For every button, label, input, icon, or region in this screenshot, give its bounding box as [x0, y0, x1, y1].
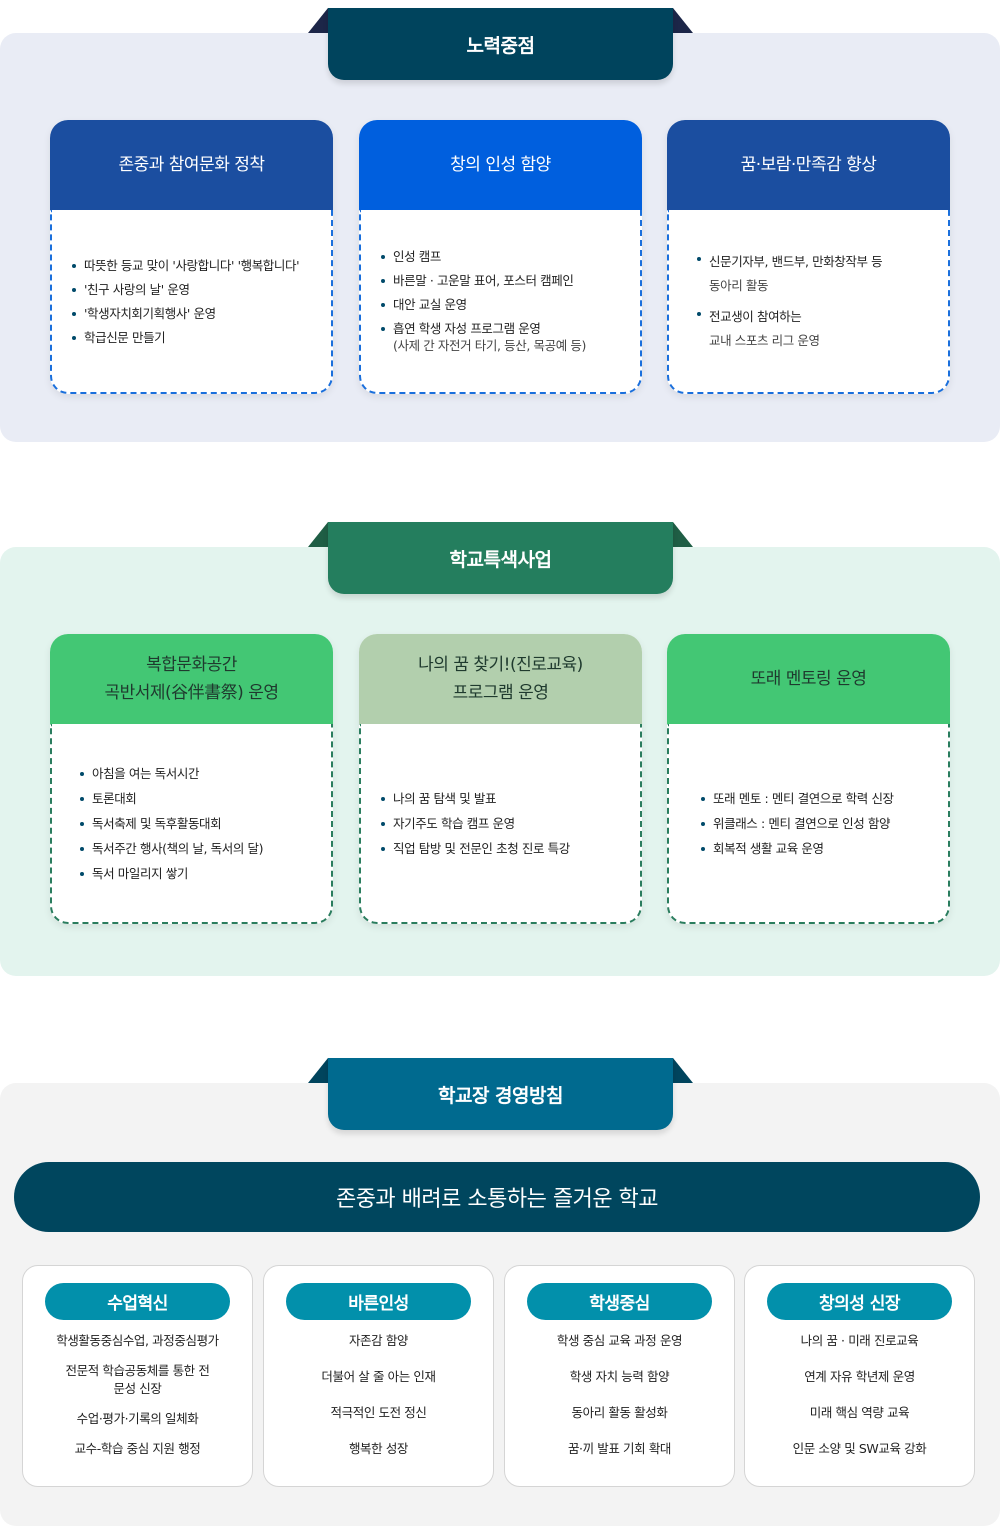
list-item: 행복한 성장 — [348, 1441, 409, 1456]
focus-card-list: 신문기자부, 밴드부, 만화창작부 등 동아리 활동 전교생이 참여하는 교내 … — [697, 243, 924, 360]
special-card-list: 나의 꿈 탐색 및 발표 자기주도 학습 캠프 운영 직업 탐방 및 전문인 초… — [381, 782, 616, 865]
list-item: 흡연 학생 자성 프로그램 운영 (사제 간 자전거 타기, 등산, 목공예 등… — [381, 320, 616, 354]
ribbon-fold-left — [308, 8, 328, 33]
special-section-ribbon: 학교특색사업 — [308, 522, 693, 594]
policy-list: 자존감 함양 더불어 살 줄 아는 인재 적극적인 도전 정신 행복한 성장 — [264, 1332, 493, 1458]
focus-card-title: 꿈·보람·만족감 향상 — [667, 120, 950, 210]
list-item: 따뜻한 등교 맞이 '사랑합니다' '행복합니다' — [72, 257, 307, 274]
list-item: 학생 중심 교육 과정 운영 — [556, 1333, 683, 1348]
management-section-title: 학교장 경영방침 — [328, 1058, 673, 1130]
list-item: 교수-학습 중심 지원 행정 — [74, 1441, 201, 1456]
list-item: 연계 자유 학년제 운영 — [804, 1369, 915, 1384]
focus-section-title: 노력중점 — [328, 8, 673, 80]
list-item-subtext: 교내 스포츠 리그 운영 — [709, 332, 820, 348]
list-item: 적극적인 도전 정신 — [330, 1405, 427, 1420]
special-card-list: 또래 멘토 : 멘티 결연으로 학력 신장 위클래스 : 멘티 결연으로 인성 … — [701, 782, 924, 865]
policy-title-pill: 창의성 신장 — [767, 1283, 952, 1320]
list-item: 대안 교실 운영 — [381, 296, 616, 313]
special-card-title-line1: 또래 멘토링 운영 — [750, 669, 867, 689]
focus-card-body: 따뜻한 등교 맞이 '사랑합니다' '행복합니다' '친구 사랑의 날' 운영 … — [50, 210, 333, 394]
list-item: 미래 핵심 역량 교육 — [809, 1405, 910, 1420]
policy-title-pill: 바른인성 — [286, 1283, 471, 1320]
list-item: 독서축제 및 독후활동대회 — [80, 815, 307, 832]
special-card-title-line1: 복합문화공간 — [146, 655, 237, 675]
focus-card-list: 따뜻한 등교 맞이 '사랑합니다' '행복합니다' '친구 사랑의 날' 운영 … — [72, 250, 307, 353]
list-item: 아침을 여는 독서시간 — [80, 765, 307, 782]
list-item: 자기주도 학습 캠프 운영 — [381, 815, 616, 832]
policy-list: 나의 꿈 · 미래 진로교육 연계 자유 학년제 운영 미래 핵심 역량 교육 … — [745, 1332, 974, 1458]
ribbon-fold-right — [673, 522, 693, 547]
list-item: 학생활동중심수업, 과정중심평가 — [56, 1333, 219, 1348]
list-item-text: 흡연 학생 자성 프로그램 운영 — [393, 321, 541, 336]
list-item: 전교생이 참여하는 교내 스포츠 리그 운영 — [697, 305, 924, 353]
special-section-title: 학교특색사업 — [328, 522, 673, 594]
special-card-title: 복합문화공간 곡반서제(谷伴書祭) 운영 — [50, 634, 333, 724]
focus-card-creativity: 창의 인성 함양 인성 캠프 바른말 · 고운말 표어, 포스터 캠페인 대안 … — [359, 120, 642, 394]
policy-title-pill: 학생중심 — [527, 1283, 712, 1320]
list-item-subtext: 동아리 활동 — [709, 277, 769, 293]
special-card-body: 나의 꿈 탐색 및 발표 자기주도 학습 캠프 운영 직업 탐방 및 전문인 초… — [359, 724, 642, 924]
policy-card-student-centered: 학생중심 학생 중심 교육 과정 운영 학생 자치 능력 함양 동아리 활동 활… — [504, 1265, 735, 1487]
policy-card-character: 바른인성 자존감 함양 더불어 살 줄 아는 인재 적극적인 도전 정신 행복한… — [263, 1265, 494, 1487]
list-item: 동아리 활동 활성화 — [571, 1405, 668, 1420]
special-card-title-line2: 곡반서제(谷伴書祭) 운영 — [104, 683, 279, 703]
focus-card-title: 존중과 참여문화 정착 — [50, 120, 333, 210]
special-card-body: 또래 멘토 : 멘티 결연으로 학력 신장 위클래스 : 멘티 결연으로 인성 … — [667, 724, 950, 924]
ribbon-fold-right — [673, 8, 693, 33]
list-item: 신문기자부, 밴드부, 만화창작부 등 동아리 활동 — [697, 250, 924, 298]
policy-list: 학생 중심 교육 과정 운영 학생 자치 능력 함양 동아리 활동 활성화 꿈·… — [505, 1332, 734, 1458]
special-card-title: 나의 꿈 찾기!(진로교육) 프로그램 운영 — [359, 634, 642, 724]
special-card-career: 나의 꿈 찾기!(진로교육) 프로그램 운영 나의 꿈 탐색 및 발표 자기주도… — [359, 634, 642, 924]
list-item: 인문 소양 및 SW교육 강화 — [792, 1441, 927, 1456]
ribbon-fold-right — [673, 1058, 693, 1083]
list-item: 전문적 학습공동체를 통한 전문성 신장 — [65, 1363, 210, 1396]
list-item: 독서주간 행사(책의 날, 독서의 달) — [80, 840, 307, 857]
special-card-title-line2: 프로그램 운영 — [452, 683, 549, 703]
list-item: 자존감 함양 — [348, 1333, 409, 1348]
list-item: 학생 자치 능력 함양 — [569, 1369, 670, 1384]
list-item: 인성 캠프 — [381, 248, 616, 265]
ribbon-fold-left — [308, 522, 328, 547]
list-item: 나의 꿈 · 미래 진로교육 — [800, 1333, 919, 1348]
list-item: 위클래스 : 멘티 결연으로 인성 함양 — [701, 815, 924, 832]
school-vision-banner: 존중과 배려로 소통하는 즐거운 학교 — [14, 1162, 980, 1232]
list-item: 독서 마일리지 쌓기 — [80, 865, 307, 882]
ribbon-fold-left — [308, 1058, 328, 1083]
focus-card-title: 창의 인성 함양 — [359, 120, 642, 210]
special-card-title-line1: 나의 꿈 찾기!(진로교육) — [418, 655, 583, 675]
special-card-title: 또래 멘토링 운영 — [667, 634, 950, 724]
list-item: 더불어 살 줄 아는 인재 — [321, 1369, 436, 1384]
focus-section-ribbon: 노력중점 — [308, 8, 693, 80]
special-card-body: 아침을 여는 독서시간 토론대회 독서축제 및 독후활동대회 독서주간 행사(책… — [50, 724, 333, 924]
focus-card-body: 인성 캠프 바른말 · 고운말 표어, 포스터 캠페인 대안 교실 운영 흡연 … — [359, 210, 642, 394]
special-card-list: 아침을 여는 독서시간 토론대회 독서축제 및 독후활동대회 독서주간 행사(책… — [80, 757, 307, 890]
list-item: 꿈·끼 발표 기회 확대 — [567, 1441, 672, 1456]
list-item: 나의 꿈 탐색 및 발표 — [381, 790, 616, 807]
list-item: 또래 멘토 : 멘티 결연으로 학력 신장 — [701, 790, 924, 807]
special-card-library: 복합문화공간 곡반서제(谷伴書祭) 운영 아침을 여는 독서시간 토론대회 독서… — [50, 634, 333, 924]
list-item: 토론대회 — [80, 790, 307, 807]
list-item: 직업 탐방 및 전문인 초청 진로 특강 — [381, 840, 616, 857]
special-card-mentoring: 또래 멘토링 운영 또래 멘토 : 멘티 결연으로 학력 신장 위클래스 : 멘… — [667, 634, 950, 924]
list-item: 바른말 · 고운말 표어, 포스터 캠페인 — [381, 272, 616, 289]
list-item: 학급신문 만들기 — [72, 329, 307, 346]
focus-card-list: 인성 캠프 바른말 · 고운말 표어, 포스터 캠페인 대안 교실 운영 흡연 … — [381, 241, 616, 361]
management-section-ribbon: 학교장 경영방침 — [308, 1058, 693, 1130]
list-item-text: 전교생이 참여하는 — [709, 308, 802, 324]
policy-card-creativity: 창의성 신장 나의 꿈 · 미래 진로교육 연계 자유 학년제 운영 미래 핵심… — [744, 1265, 975, 1487]
list-item: '친구 사랑의 날' 운영 — [72, 281, 307, 298]
focus-card-satisfaction: 꿈·보람·만족감 향상 신문기자부, 밴드부, 만화창작부 등 동아리 활동 전… — [667, 120, 950, 394]
list-item-text: 신문기자부, 밴드부, 만화창작부 등 — [709, 253, 883, 269]
list-item: '학생자치회기획행사' 운영 — [72, 305, 307, 322]
policy-card-class-innovation: 수업혁신 학생활동중심수업, 과정중심평가 전문적 학습공동체를 통한 전문성 … — [22, 1265, 253, 1487]
list-item-subtext: (사제 간 자전거 타기, 등산, 목공예 등) — [393, 338, 586, 353]
focus-card-respect: 존중과 참여문화 정착 따뜻한 등교 맞이 '사랑합니다' '행복합니다' '친… — [50, 120, 333, 394]
policy-list: 학생활동중심수업, 과정중심평가 전문적 학습공동체를 통한 전문성 신장 수업… — [23, 1332, 252, 1458]
list-item: 회복적 생활 교육 운영 — [701, 840, 924, 857]
focus-card-body: 신문기자부, 밴드부, 만화창작부 등 동아리 활동 전교생이 참여하는 교내 … — [667, 210, 950, 394]
policy-title-pill: 수업혁신 — [45, 1283, 230, 1320]
list-item: 수업·평가·기록의 일체화 — [76, 1411, 199, 1426]
